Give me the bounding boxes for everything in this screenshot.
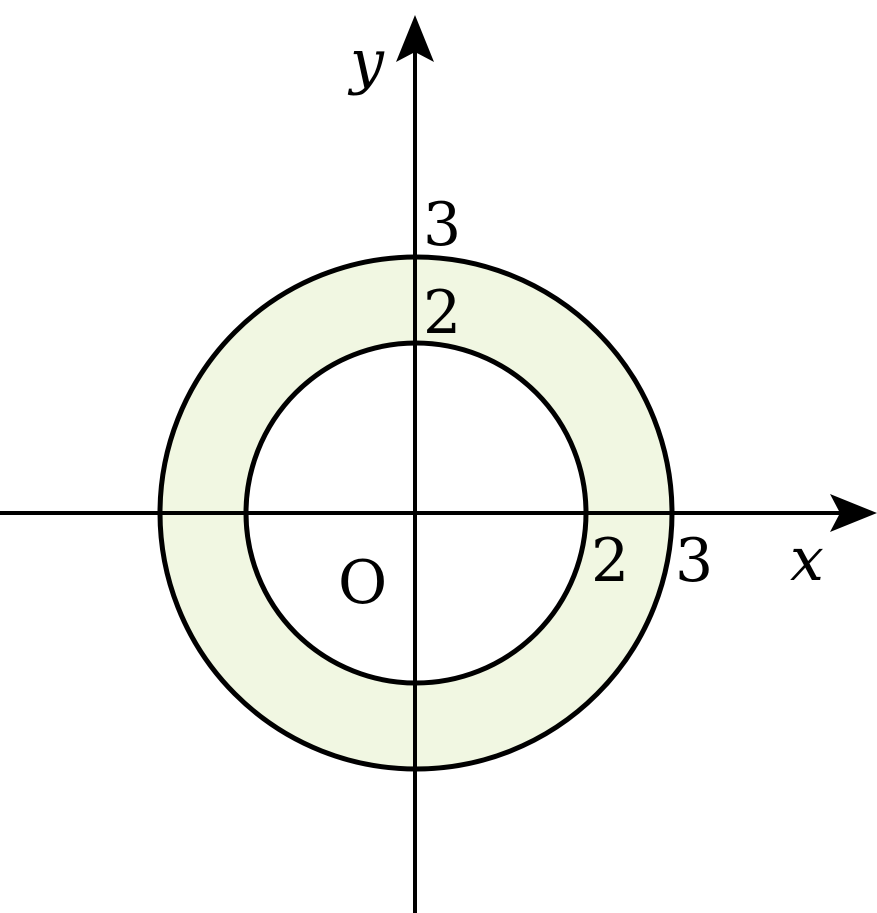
- y-axis-label: y: [347, 27, 385, 97]
- y-tick-2: 2: [423, 278, 461, 348]
- y-tick-3: 3: [423, 190, 461, 260]
- x-axis-label: x: [790, 525, 824, 595]
- origin-label: O: [338, 548, 387, 618]
- y-axis-arrow-icon: [396, 15, 434, 62]
- x-tick-3: 3: [675, 526, 713, 596]
- x-tick-2: 2: [591, 526, 629, 596]
- annulus-region: [160, 257, 672, 769]
- x-axis-arrow-icon: [830, 494, 877, 532]
